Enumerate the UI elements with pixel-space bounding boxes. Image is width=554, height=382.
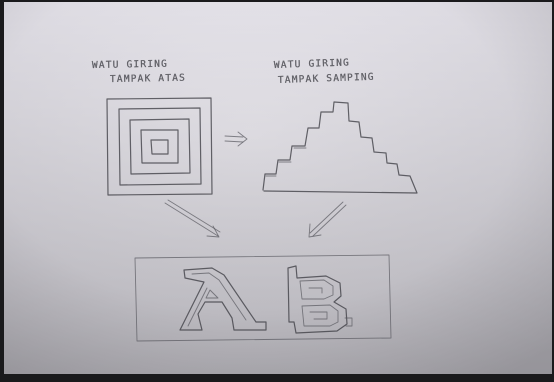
top-view-label-line2: TAMPAK ATAS: [110, 73, 186, 85]
top-view-label-line1: WATU GIRING: [92, 59, 168, 71]
